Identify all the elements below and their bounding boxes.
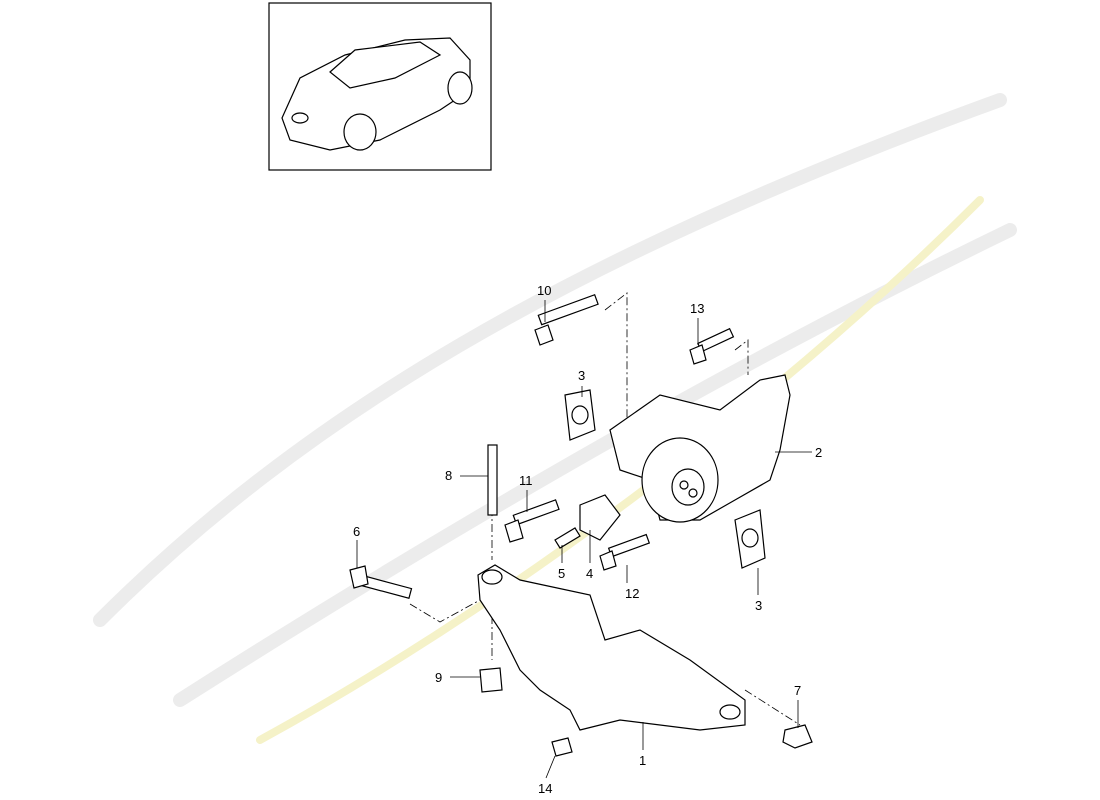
callout-6: 6 [353,524,360,539]
callout-9: 9 [435,670,442,685]
leader-lines [356,300,812,779]
callout-14: 14 [538,781,552,796]
engine-mount [609,374,791,523]
washer-lower [734,509,766,569]
callout-11: 11 [519,473,533,488]
bolt-6 [349,565,413,600]
bracket-1 [477,564,746,731]
nut-4 [579,494,621,541]
callout-3-lower: 3 [755,598,762,613]
stud-8 [487,444,498,516]
bolt-5 [554,527,581,549]
bolt-12 [599,533,651,571]
callout-1: 1 [639,753,646,768]
callout-8: 8 [445,468,452,483]
bolt-13 [689,327,735,365]
callout-13: 13 [690,301,704,316]
bolt-11 [504,499,560,543]
washer-upper [564,389,596,441]
clip-14 [551,737,573,757]
car-icon [281,37,473,151]
callout-10: 10 [537,283,551,298]
callout-5: 5 [558,566,565,581]
callout-3-upper: 3 [578,368,585,383]
nut-9 [479,667,503,693]
callout-12: 12 [625,586,639,601]
car-thumbnail [268,2,492,171]
callout-2: 2 [815,445,822,460]
bolt-10 [534,294,599,346]
callout-7: 7 [794,683,801,698]
nut-7 [782,724,813,749]
watermark [93,93,1017,744]
callout-4: 4 [586,566,593,581]
